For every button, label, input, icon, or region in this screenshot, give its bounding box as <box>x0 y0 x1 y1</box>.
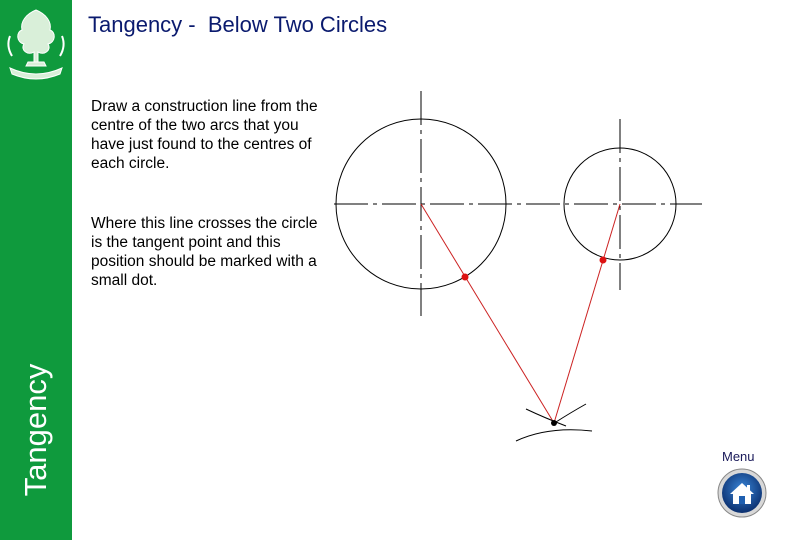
home-button[interactable] <box>716 467 768 519</box>
school-crest-logo <box>7 9 65 80</box>
arc-centre-point <box>551 420 557 426</box>
construction-arc-left <box>515 429 593 442</box>
tangent-point-large-circle <box>461 273 469 281</box>
instruction-paragraph-1: Draw a construction line from the centre… <box>91 98 318 172</box>
instruction-paragraph-2: Where this line crosses the circle is th… <box>91 215 318 289</box>
sidebar: Tangency <box>0 0 72 540</box>
construction-arc-right <box>525 408 567 427</box>
large-circle <box>335 118 507 290</box>
construction-arc-right-upper <box>555 403 587 423</box>
construction-line-to-large-circle <box>420 203 555 424</box>
small-circle <box>563 147 677 261</box>
menu-label: Menu <box>722 449 755 464</box>
tangent-point-small-circle <box>599 256 607 264</box>
page-title: Tangency - Below Two Circles <box>88 12 388 37</box>
home-icon <box>717 468 767 518</box>
construction-line-to-small-circle <box>553 203 621 424</box>
